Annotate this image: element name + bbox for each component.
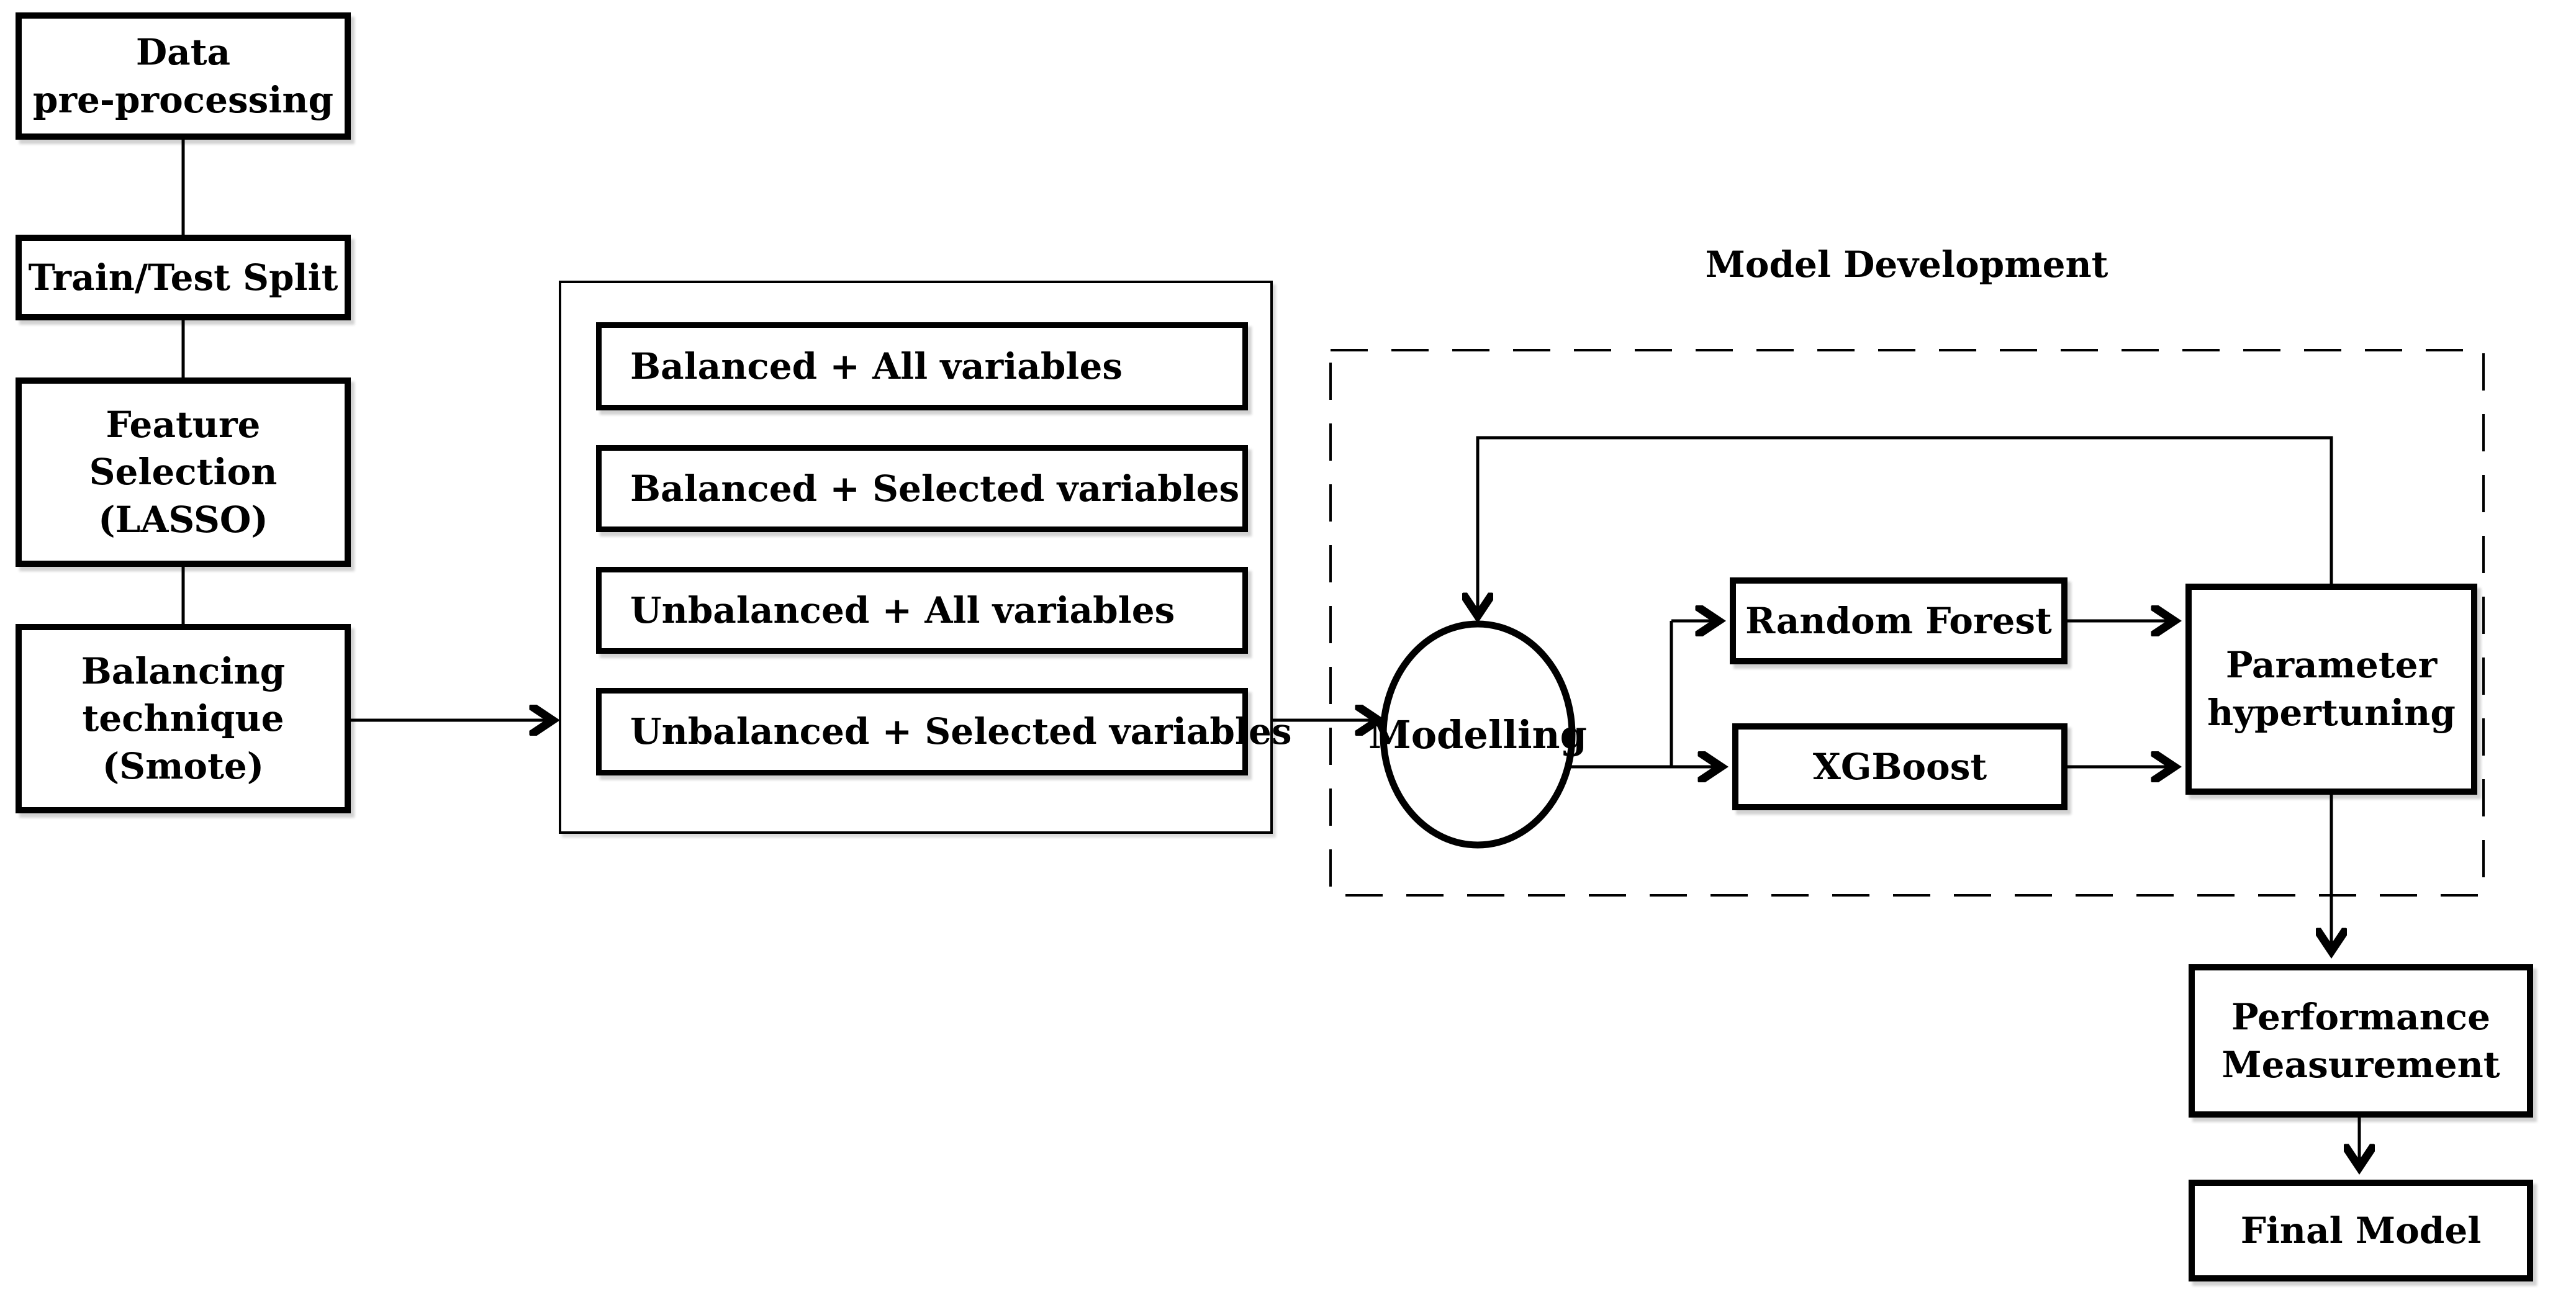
node-label: hypertuning <box>2207 692 2456 734</box>
node-performance-measurement: Performance Measurement <box>2189 964 2533 1118</box>
node-label: Parameter <box>2225 644 2438 687</box>
node-label: Measurement <box>2221 1043 2500 1086</box>
node-label: Unbalanced + Selected variables <box>630 710 1292 753</box>
node-label: Random Forest <box>1745 599 2052 642</box>
node-label: Balancing <box>81 649 286 692</box>
node-label: Unbalanced + All variables <box>630 589 1175 631</box>
node-random-forest: Random Forest <box>1730 577 2068 664</box>
node-balancing-technique: Balancing technique (Smote) <box>16 624 351 813</box>
node-label: Balanced + Selected variables <box>630 467 1240 510</box>
node-label: Balanced + All variables <box>630 345 1123 387</box>
arrow-feedback-hypertuning-to-modelling <box>1478 436 2333 616</box>
node-unbalanced-all-variables: Unbalanced + All variables <box>596 567 1248 654</box>
node-label: (Smote) <box>102 744 264 787</box>
node-xgboost: XGBoost <box>1732 723 2068 810</box>
node-balanced-selected-variables: Balanced + Selected variables <box>596 445 1248 532</box>
model-development-title: Model Development <box>1705 243 2108 286</box>
node-label: Selection <box>89 451 278 494</box>
node-label: pre-processing <box>32 78 334 121</box>
model-development-dashed-frame <box>1329 349 2485 897</box>
node-unbalanced-selected-variables: Unbalanced + Selected variables <box>596 688 1292 775</box>
node-parameter-hypertuning: Parameter hypertuning <box>2185 584 2477 795</box>
node-modelling-label: Modelling <box>1368 712 1587 757</box>
node-label: Train/Test Split <box>28 256 338 299</box>
node-label: Data <box>135 30 231 73</box>
node-label: technique <box>82 697 284 740</box>
node-feature-selection: Feature Selection (LASSO) <box>16 377 351 567</box>
node-label: (LASSO) <box>98 498 268 541</box>
node-final-model: Final Model <box>2189 1180 2533 1281</box>
node-balanced-all-variables: Balanced + All variables <box>596 322 1248 410</box>
node-label: Feature <box>106 403 261 446</box>
node-label: XGBoost <box>1812 745 1987 788</box>
node-train-test-split: Train/Test Split <box>16 235 351 320</box>
node-data-preprocessing: Data pre-processing <box>16 12 351 140</box>
node-label: Final Model <box>2240 1209 2482 1252</box>
node-label: Performance <box>2231 995 2491 1038</box>
